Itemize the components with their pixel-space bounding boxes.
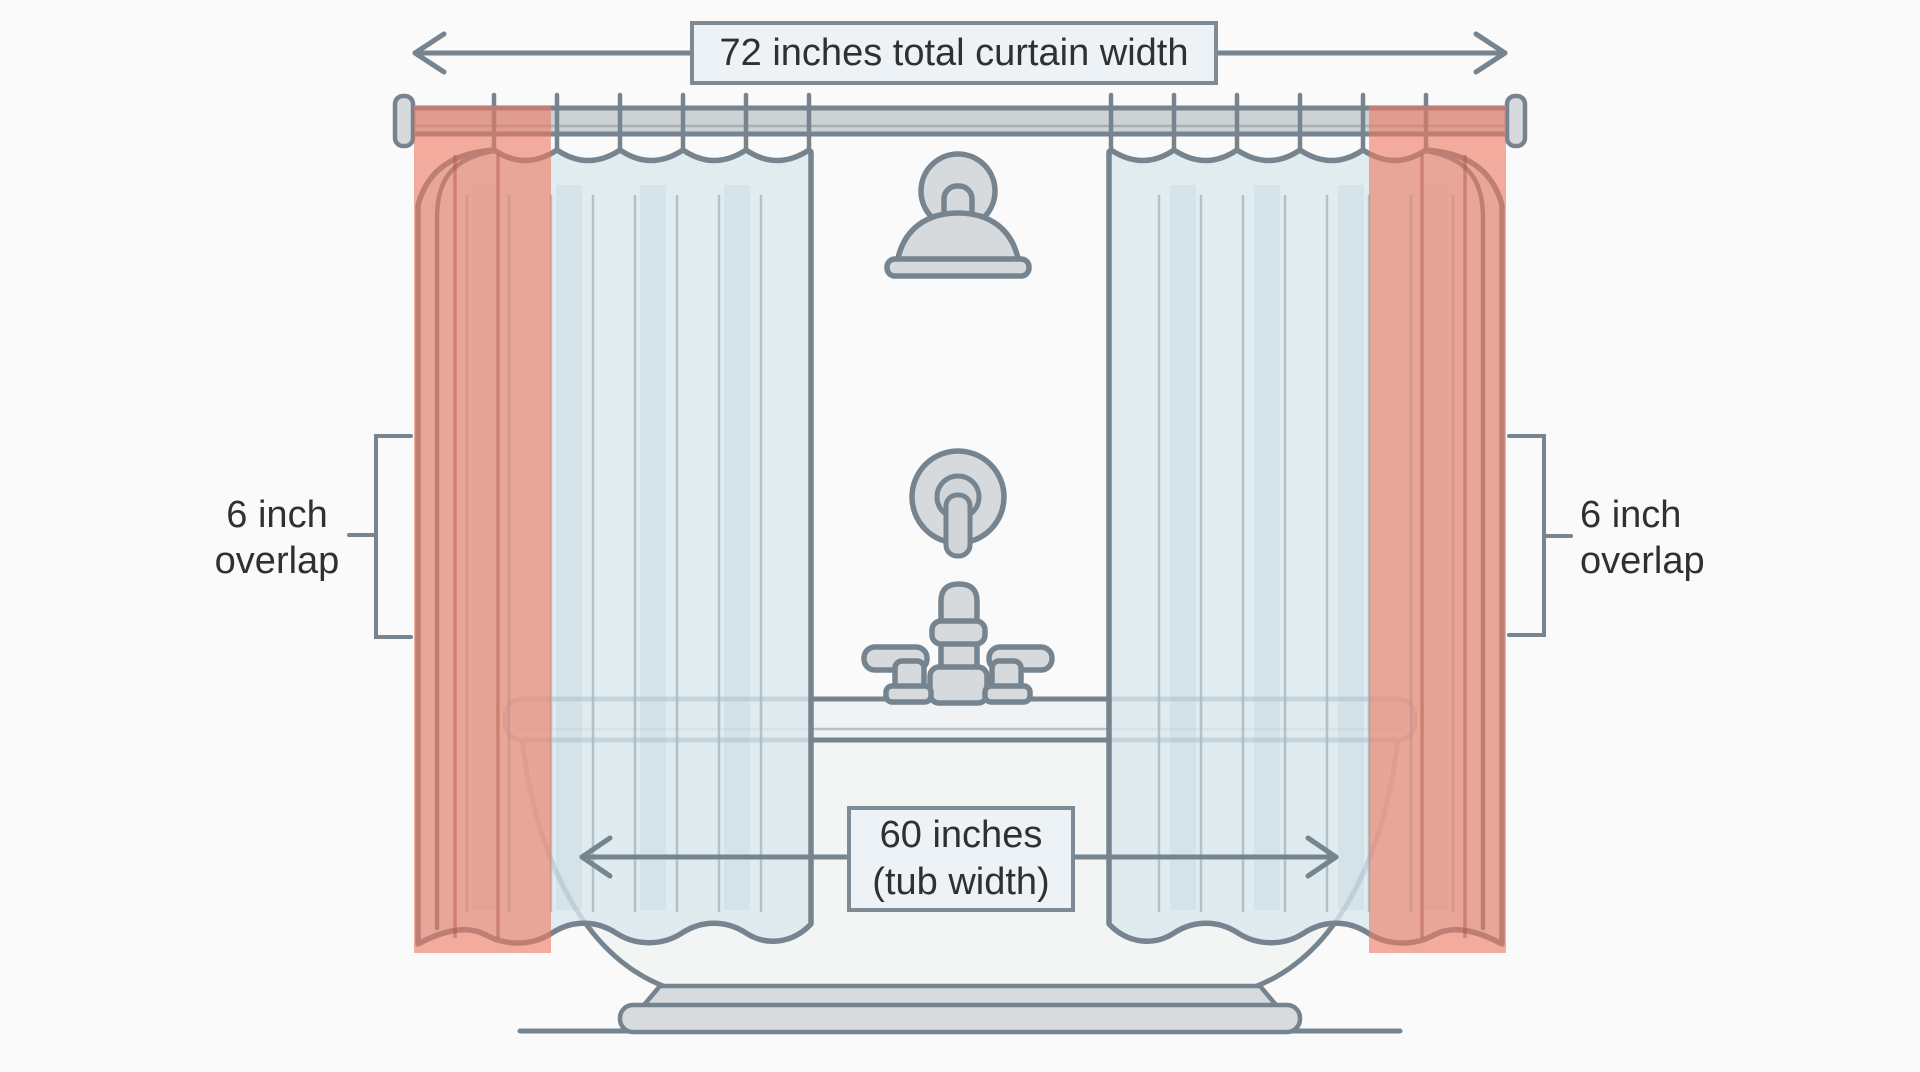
left-overlap-highlight <box>414 106 551 953</box>
right-overlap-label: 6 inch overlap <box>1580 494 1705 582</box>
left-overlap-bracket <box>347 434 413 639</box>
right-overlap-highlight <box>1369 106 1506 953</box>
tub-width-label: 60 inches (tub width) <box>847 806 1075 912</box>
shower-valve <box>909 448 1007 559</box>
rod-end-cap-right <box>1504 93 1528 149</box>
right-overlap-bracket <box>1507 434 1573 637</box>
faucet-handle-left <box>861 644 934 705</box>
curtain-rod <box>392 93 1528 149</box>
shower-head <box>884 151 1032 279</box>
tub-plinth <box>617 1002 1303 1035</box>
faucet-handle-right <box>982 644 1055 705</box>
rod-end-cap-left <box>392 93 416 149</box>
tub-faucet <box>861 581 1055 706</box>
left-overlap-label: 6 inch overlap <box>214 494 340 582</box>
total-width-label: 72 inches total curtain width <box>690 21 1218 85</box>
